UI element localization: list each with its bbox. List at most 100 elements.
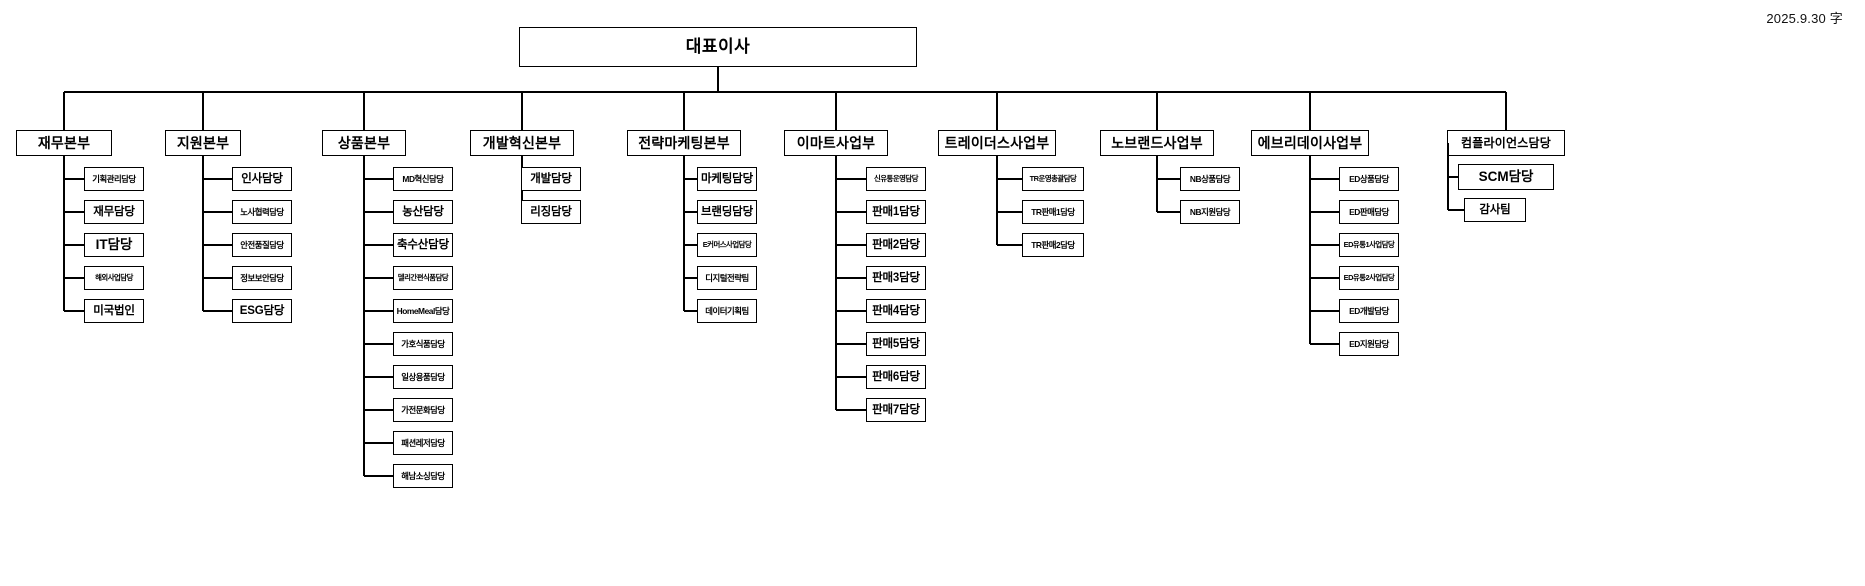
connector-leaf-stub [364, 244, 393, 246]
connector-leaf-stub [684, 310, 697, 312]
connector-leaf-stub [836, 211, 866, 213]
division-node[interactable]: 트레이더스사업부 [938, 130, 1056, 156]
team-node[interactable]: ED판매담당 [1339, 200, 1399, 224]
team-node[interactable]: 안전품질담당 [232, 233, 292, 257]
connector-leaf-stub [64, 277, 84, 279]
connector-leaf-stub [203, 211, 232, 213]
team-node[interactable]: 재무담당 [84, 200, 144, 224]
connector-division-drop [363, 92, 365, 130]
team-node[interactable]: 델리간편식품담당 [393, 266, 453, 290]
team-node[interactable]: 가전문화담당 [393, 398, 453, 422]
connector-division-spine [1309, 156, 1311, 344]
connector-leaf-stub [364, 310, 393, 312]
division-node[interactable]: 상품본부 [322, 130, 406, 156]
team-node[interactable]: 판매6담당 [866, 365, 926, 389]
connector-division-spine [202, 156, 204, 311]
connector-leaf-stub [1310, 277, 1339, 279]
team-node[interactable]: 정보보안담당 [232, 266, 292, 290]
connector-leaf-stub [364, 409, 393, 411]
connector-leaf-stub [1310, 310, 1339, 312]
connector-leaf-stub [684, 178, 697, 180]
connector-leaf-stub [1448, 209, 1464, 211]
team-node[interactable]: 판매2담당 [866, 233, 926, 257]
division-node[interactable]: 개발혁신본부 [470, 130, 574, 156]
team-node[interactable]: SCM담당 [1458, 164, 1554, 190]
team-node[interactable]: 판매7담당 [866, 398, 926, 422]
team-node[interactable]: 리징담당 [521, 200, 581, 224]
team-node[interactable]: ED유통1사업담당 [1339, 233, 1399, 257]
root-node-ceo[interactable]: 대표이사 [519, 27, 917, 67]
team-node[interactable]: 마케팅담당 [697, 167, 757, 191]
team-node[interactable]: 신유통운영담당 [866, 167, 926, 191]
connector-leaf-stub [836, 178, 866, 180]
connector-leaf-stub [836, 343, 866, 345]
team-node[interactable]: NB지원담당 [1180, 200, 1240, 224]
team-node[interactable]: 개발담당 [521, 167, 581, 191]
team-node[interactable]: 가호식품담당 [393, 332, 453, 356]
connector-division-drop [202, 92, 204, 130]
connector-leaf-stub [1310, 211, 1339, 213]
connector-division-spine [363, 156, 365, 476]
connector-leaf-stub [64, 310, 84, 312]
team-node[interactable]: 일상용품담당 [393, 365, 453, 389]
division-node[interactable]: 에브리데이사업부 [1251, 130, 1369, 156]
team-node[interactable]: ED지원담당 [1339, 332, 1399, 356]
team-node[interactable]: 인사담당 [232, 167, 292, 191]
connector-leaf-stub [64, 178, 84, 180]
connector-leaf-stub [836, 376, 866, 378]
team-node[interactable]: E커머스사업담당 [697, 233, 757, 257]
team-node[interactable]: 미국법인 [84, 299, 144, 323]
team-node[interactable]: ESG담당 [232, 299, 292, 323]
division-node[interactable]: 전략마케팅본부 [627, 130, 741, 156]
team-node[interactable]: 노사협력담당 [232, 200, 292, 224]
connector-division-drop [996, 92, 998, 130]
connector-leaf-stub [64, 244, 84, 246]
division-node[interactable]: 이마트사업부 [784, 130, 888, 156]
connector-division-drop [63, 92, 65, 130]
connector-division-spine [683, 156, 685, 311]
connector-leaf-stub [836, 277, 866, 279]
connector-root-drop [717, 67, 719, 92]
team-node[interactable]: MD혁신담당 [393, 167, 453, 191]
team-node[interactable]: TR운영총괄담당 [1022, 167, 1084, 191]
connector-leaf-stub [1448, 176, 1458, 178]
team-node[interactable]: 판매5담당 [866, 332, 926, 356]
team-node[interactable]: HomeMeal담당 [393, 299, 453, 323]
team-node[interactable]: 해남소싱담당 [393, 464, 453, 488]
team-node[interactable]: 데이터기획팀 [697, 299, 757, 323]
team-node[interactable]: ED상품담당 [1339, 167, 1399, 191]
team-node[interactable]: 판매3담당 [866, 266, 926, 290]
team-node[interactable]: 디지털전략팀 [697, 266, 757, 290]
division-node[interactable]: 지원본부 [165, 130, 241, 156]
connector-leaf-stub [364, 442, 393, 444]
connector-leaf-stub [364, 376, 393, 378]
connector-leaf-stub [203, 277, 232, 279]
team-node[interactable]: 브랜딩담당 [697, 200, 757, 224]
connector-leaf-stub [364, 277, 393, 279]
team-node[interactable]: NB상품담당 [1180, 167, 1240, 191]
team-node[interactable]: 축수산담당 [393, 233, 453, 257]
team-node[interactable]: 감사팀 [1464, 198, 1526, 222]
team-node[interactable]: 판매4담당 [866, 299, 926, 323]
team-node[interactable]: 기획관리담당 [84, 167, 144, 191]
division-node[interactable]: 재무본부 [16, 130, 112, 156]
connector-compliance-spine [1447, 143, 1449, 210]
division-node[interactable]: 노브랜드사업부 [1100, 130, 1214, 156]
team-node[interactable]: 해외사업담당 [84, 266, 144, 290]
team-node[interactable]: TR판매1담당 [1022, 200, 1084, 224]
team-node[interactable]: 농산담당 [393, 200, 453, 224]
connector-division-drop [835, 92, 837, 130]
team-node[interactable]: IT담당 [84, 233, 144, 257]
team-node[interactable]: 패션레저담당 [393, 431, 453, 455]
team-node[interactable]: ED유통2사업담당 [1339, 266, 1399, 290]
division-node-compliance[interactable]: 컴플라이언스담당 [1447, 130, 1565, 156]
team-node[interactable]: TR판매2담당 [1022, 233, 1084, 257]
team-node[interactable]: 판매1담당 [866, 200, 926, 224]
connector-leaf-stub [1157, 178, 1180, 180]
connector-main-bus [64, 91, 1506, 93]
connector-division-spine [996, 156, 998, 245]
connector-division-drop [1309, 92, 1311, 130]
connector-division-drop [1156, 92, 1158, 130]
team-node[interactable]: ED개발담당 [1339, 299, 1399, 323]
